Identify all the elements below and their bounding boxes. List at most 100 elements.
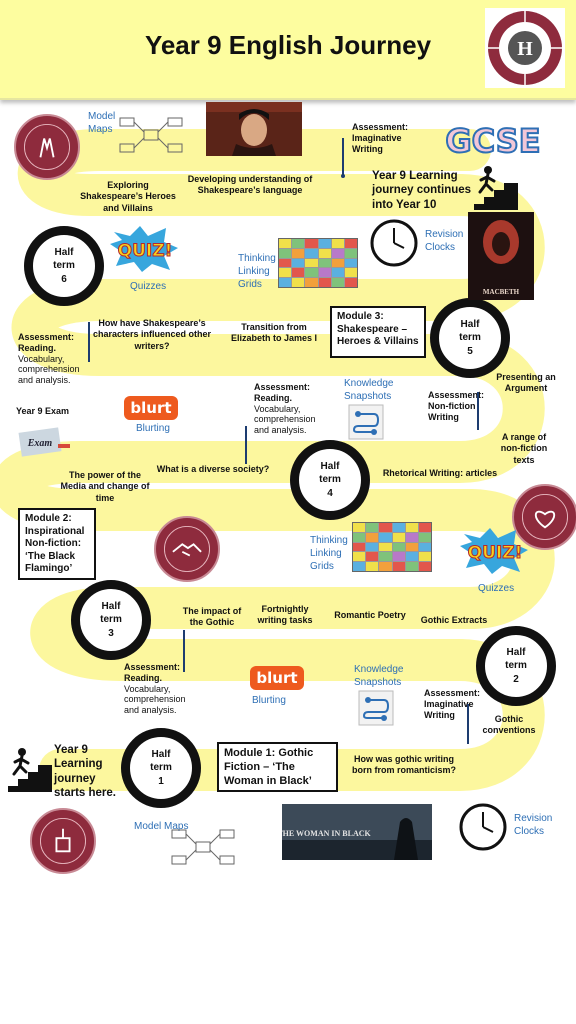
quiz-burst-icon: QUIZ!: [110, 226, 178, 272]
assessment-title: Assessment:: [124, 662, 181, 672]
half-term-6-marker: Half term 6: [24, 226, 104, 306]
connector-line: [183, 630, 185, 672]
model-maps-label-2: Model Maps: [134, 821, 189, 832]
macbeth-title: MACBETH: [483, 288, 520, 296]
assessment-title: Assessment:: [18, 332, 75, 342]
connector-line: [88, 322, 90, 362]
quiz-word: QUIZ!: [118, 241, 173, 261]
stairs-climber-icon-2: [8, 748, 52, 792]
assessment-body: Imaginative Writing: [352, 132, 402, 154]
module-2-box: Module 2: Inspirational Non-fiction: ‘Th…: [18, 508, 96, 580]
topic-presenting: Presenting an Argument: [496, 372, 556, 394]
assessment-body: Vocabulary, comprehension and analysis.: [124, 683, 186, 716]
thinking-grid-image: [278, 238, 358, 288]
topic-media: The power of the Media and change of tim…: [60, 470, 150, 503]
svg-text:H: H: [517, 38, 533, 60]
heart-hands-seal-icon: [512, 484, 576, 550]
page-title: Year 9 English Journey: [144, 30, 432, 60]
quizzes-label: Quizzes: [130, 281, 167, 292]
revision-clocks-label: Revision Clocks: [425, 229, 464, 253]
assessment-imaginative-top: Assessment: Imaginative Writing: [352, 122, 422, 154]
topic-exploring: Exploring Shakespeare’s Heroes and Villa…: [80, 180, 176, 213]
revision-clock-icon-2: [459, 803, 507, 851]
topic-developing: Developing understanding of Shakespeare’…: [187, 174, 313, 196]
topic-extracts: Gothic Extracts: [420, 615, 488, 625]
half-term-4-marker: Half term 4: [290, 440, 370, 520]
macbeth-poster-image: MACBETH: [468, 212, 534, 300]
connector-line: [477, 392, 479, 430]
half-term-5-marker: Half term 5: [430, 298, 510, 378]
quiz-burst-icon-2: QUIZ!: [460, 528, 528, 574]
connector-dot: [341, 174, 345, 178]
topic-influenced: How have Shakespeare’s characters influe…: [92, 318, 212, 351]
topic-conventions: Gothic conventions: [482, 714, 536, 736]
topic-year9-exam: Year 9 Exam: [16, 406, 70, 416]
topic-fortnightly: Fortnightly writing tasks: [257, 604, 313, 626]
half-term-5-label: Half term 5: [459, 318, 481, 357]
assessment-body: Vocabulary, comprehension and analysis.: [18, 353, 80, 386]
knowledge-snapshot-icon: [348, 404, 384, 440]
assessment-reading-left: Assessment: Reading. Vocabulary, compreh…: [18, 332, 90, 386]
stairs-climber-icon: [474, 166, 518, 210]
module-1-box: Module 1: Gothic Fiction – ‘The Woman in…: [217, 742, 338, 792]
journey-continues-text: Year 9 Learning journey continues into Y…: [372, 170, 472, 211]
blurting-label-2: Blurting: [252, 695, 286, 706]
connector-line: [342, 138, 344, 176]
quizzes-label-2: Quizzes: [478, 583, 515, 594]
assessment-body: Non-fiction Writing: [428, 400, 476, 422]
assessment-body: Vocabulary, comprehension and analysis.: [254, 403, 316, 436]
half-term-3-label: Half term 3: [100, 600, 122, 639]
topic-range: A range of non-fiction texts: [500, 432, 548, 465]
quiz-word-2: QUIZ!: [468, 543, 523, 563]
thinking-grids-label-2: Thinking Linking Grids: [310, 535, 348, 572]
half-term-2-label: Half term 2: [505, 646, 527, 685]
assessment-title: Assessment:: [254, 382, 311, 392]
module-3-box: Module 3: Shakespeare – Heroes & Villain…: [330, 306, 426, 358]
topic-gothic-impact: The impact of the Gothic: [182, 606, 242, 628]
blurt-logo-icon-2: blurt: [250, 666, 304, 690]
journey-starts-text: Year 9 Learning journey starts here.: [54, 744, 117, 800]
revision-clock-icon: [370, 219, 418, 267]
road-segment-3: [0, 334, 545, 531]
gcse-text: GCSE: [445, 122, 540, 160]
assessment-title: Assessment:: [424, 688, 481, 698]
connector-line: [467, 704, 469, 744]
header-banner: [0, 0, 576, 100]
model-map-diagram-icon: [119, 117, 183, 153]
gcse-logo-icon: GCSE: [444, 121, 541, 160]
assessment-sub: Reading.: [124, 672, 163, 683]
assessment-body: Imaginative Writing: [424, 698, 474, 720]
knowledge-snapshots-label-2: Knowledge Snapshots: [354, 664, 404, 688]
half-term-2-marker: Half term 2: [476, 626, 556, 706]
shakespeare-king-portrait-image: [206, 102, 302, 156]
assessment-imaginative-low: Assessment: Imaginative Writing: [424, 688, 486, 720]
praying-hands-seal-icon: [14, 114, 80, 180]
half-term-4-label: Half term 4: [319, 460, 341, 499]
assessment-reading-mid: Assessment: Reading. Vocabulary, compreh…: [254, 382, 326, 436]
assessment-nonfiction: Assessment: Non-fiction Writing: [428, 390, 492, 422]
exam-paper-icon: Exam: [18, 427, 70, 457]
half-term-6-label: Half term 6: [53, 246, 75, 285]
woman-in-black-poster-image: THE WOMAN IN BLACK: [282, 804, 432, 860]
topic-romantic: Romantic Poetry: [334, 610, 406, 620]
assessment-title: Assessment:: [428, 390, 485, 400]
blurt-logo-icon: blurt: [124, 396, 178, 420]
fist-torch-seal-icon: [30, 808, 96, 874]
half-term-1-label: Half term 1: [150, 748, 172, 787]
assessment-sub: Reading.: [254, 392, 293, 403]
thinking-grids-label: Thinking Linking Grids: [238, 253, 276, 290]
exam-tile-text: Exam: [27, 438, 53, 449]
topic-diverse: What is a diverse society?: [156, 464, 270, 474]
handshake-seal-icon: [154, 516, 220, 582]
knowledge-snapshot-icon-2: [358, 690, 394, 726]
assessment-reading-low: Assessment: Reading. Vocabulary, compreh…: [124, 662, 196, 716]
woman-in-black-title: THE WOMAN IN BLACK: [282, 829, 371, 838]
connector-line: [245, 426, 247, 464]
blurting-label: Blurting: [136, 423, 170, 434]
topic-born: How was gothic writing born from romanti…: [351, 754, 456, 776]
model-map-diagram-icon-2: [171, 829, 235, 865]
knowledge-snapshots-label: Knowledge Snapshots: [344, 378, 394, 402]
topic-rhetorical: Rhetorical Writing: articles: [382, 468, 498, 478]
revision-clocks-label-2: Revision Clocks: [514, 813, 553, 837]
half-term-3-marker: Half term 3: [71, 580, 151, 660]
